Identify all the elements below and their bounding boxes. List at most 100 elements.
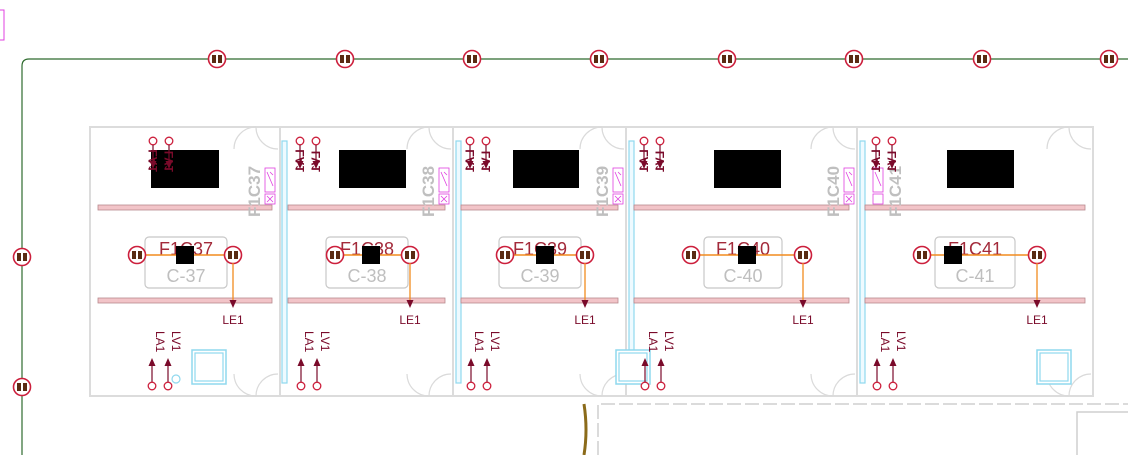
equipment-block[interactable] <box>513 150 579 188</box>
floor-box-icon[interactable] <box>191 349 227 385</box>
circuit-drop-top[interactable]: LA1 <box>146 136 160 172</box>
circuit-drop-top[interactable]: LA1 <box>637 136 651 172</box>
arrow-down-icon <box>581 300 589 308</box>
door-swing <box>233 373 257 397</box>
feeder-device-icon[interactable] <box>589 49 609 69</box>
room-code-vertical: F1C40 <box>824 166 843 217</box>
device-block[interactable] <box>944 246 962 264</box>
door-swing <box>233 126 257 150</box>
arrow-down-icon <box>406 300 414 308</box>
shelf-strip <box>633 204 850 211</box>
door-swing <box>601 126 625 150</box>
device-marker-icon[interactable] <box>1027 245 1047 265</box>
door-swing <box>428 373 452 397</box>
circuit-label: LV1 <box>169 331 183 352</box>
arrow-down-icon <box>482 161 490 169</box>
device-marker-icon[interactable] <box>223 245 243 265</box>
circuit-drop-bottom[interactable]: LV1 <box>888 331 908 391</box>
device-marker-icon[interactable] <box>575 245 595 265</box>
partial-selection-box <box>0 9 5 41</box>
switch-icon <box>440 171 448 187</box>
tag-box <box>872 193 884 205</box>
equipment-block[interactable] <box>339 150 406 188</box>
arrow-down-icon <box>888 161 896 169</box>
circuit-drop-top[interactable]: LV1 <box>309 136 323 172</box>
circuit-drop-bottom[interactable]: LA1 <box>640 331 660 391</box>
circuit-drop-top[interactable]: LA1 <box>293 136 307 172</box>
feeder-device-icon[interactable] <box>844 49 864 69</box>
circuit-drop-bottom[interactable]: LA1 <box>466 331 486 391</box>
arrow-down-icon <box>149 161 157 169</box>
device-marker-icon[interactable] <box>912 245 932 265</box>
circuit-drop-bottom[interactable]: LV1 <box>656 331 676 391</box>
device-block[interactable] <box>536 246 554 264</box>
circuit-drop-top[interactable]: LA1 <box>463 136 477 172</box>
circuit-drop-bottom[interactable]: LA1 <box>872 331 892 391</box>
floor-box-icon[interactable] <box>615 349 651 385</box>
door-swing <box>1068 126 1092 150</box>
adjacent-structure <box>597 403 1128 455</box>
circuit-drop-bottom[interactable]: LV1 <box>163 331 183 391</box>
circuit-drop-top[interactable]: LV1 <box>885 136 899 172</box>
feeder-device-icon[interactable] <box>335 49 355 69</box>
arrow-down-icon <box>640 161 648 169</box>
circuit-drop-bottom[interactable]: LV1 <box>312 331 332 391</box>
circuit-drop-bottom[interactable]: LA1 <box>296 331 316 391</box>
tag-box <box>843 167 855 193</box>
feeder-device-icon[interactable] <box>717 49 737 69</box>
door-swing <box>1068 373 1092 397</box>
feeder-device-icon[interactable] <box>12 377 32 397</box>
circuit-label: LA1 <box>472 331 486 353</box>
device-block[interactable] <box>738 246 756 264</box>
circuit-label: LV1 <box>653 151 667 172</box>
room-name-label: C-41 <box>955 266 994 286</box>
feeder-device-icon[interactable] <box>1099 49 1119 69</box>
device-marker-icon[interactable] <box>400 245 420 265</box>
feeder-device-icon[interactable] <box>207 49 227 69</box>
device-marker-icon[interactable] <box>681 245 701 265</box>
door-swing <box>832 373 856 397</box>
circuit-label: LA1 <box>463 149 477 172</box>
device-block[interactable] <box>176 246 194 264</box>
circuit-drop-top[interactable]: LA1 <box>869 136 883 172</box>
door-swing <box>810 126 834 150</box>
equipment-block[interactable] <box>947 150 1014 188</box>
shelf-strip <box>460 204 619 211</box>
room-name-label: C-40 <box>723 266 762 286</box>
switch-icon <box>614 171 622 187</box>
room-name-label: C-37 <box>166 266 205 286</box>
device-marker-icon[interactable] <box>495 245 515 265</box>
circuit-drop-top[interactable]: LV1 <box>162 136 176 172</box>
door-swing <box>579 126 603 150</box>
le-label: LE1 <box>399 313 421 327</box>
device-block[interactable] <box>362 246 380 264</box>
switch-icon <box>845 171 853 187</box>
feeder-device-icon[interactable] <box>462 49 482 69</box>
device-marker-icon[interactable] <box>325 245 345 265</box>
feeder-device-icon[interactable] <box>972 49 992 69</box>
circuit-drop-bottom[interactable]: LV1 <box>482 331 502 391</box>
equipment-block[interactable] <box>151 150 219 188</box>
circuit-label: LA1 <box>869 149 883 172</box>
tag-box <box>264 193 276 205</box>
door-swing <box>406 373 430 397</box>
le-label: LE1 <box>574 313 596 327</box>
circuit-drop-bottom[interactable]: LA1 <box>147 331 167 391</box>
circuit-drop-top[interactable]: LV1 <box>479 136 493 172</box>
device-marker-icon[interactable] <box>127 245 147 265</box>
equipment-block[interactable] <box>714 150 781 188</box>
feeder-device-icon[interactable] <box>12 247 32 267</box>
switch-icon <box>266 171 274 187</box>
arrow-down-icon <box>165 161 173 169</box>
device-marker-icon[interactable] <box>793 245 813 265</box>
arrow-down-icon <box>656 161 664 169</box>
circuit-drop-top[interactable]: LV1 <box>653 136 667 172</box>
floor-box-icon[interactable] <box>1036 349 1072 385</box>
shelf-strip <box>287 297 446 304</box>
